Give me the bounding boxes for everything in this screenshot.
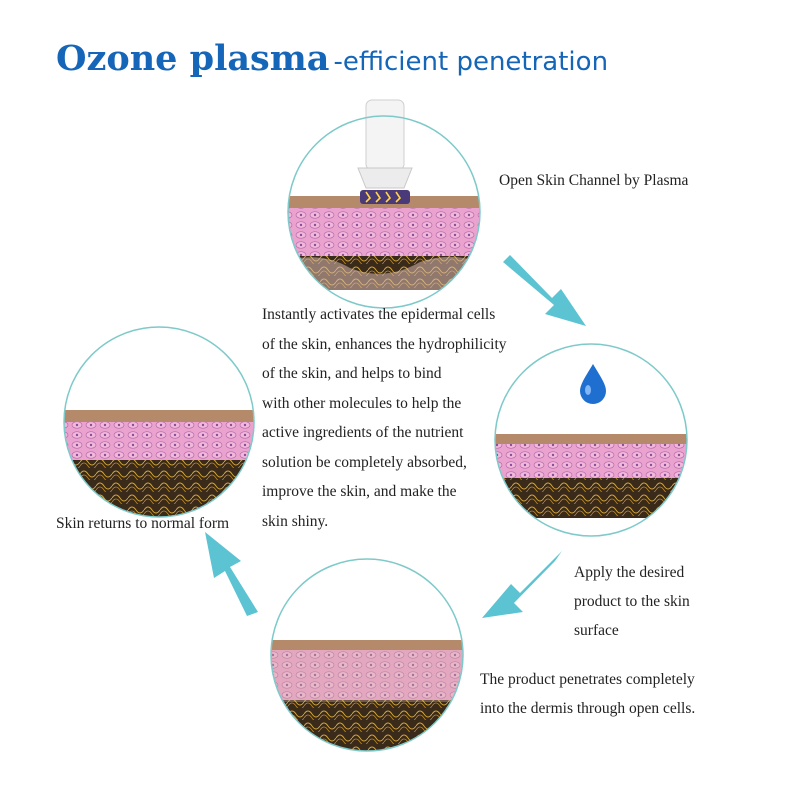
step2-line: product to the skin xyxy=(574,593,690,610)
step3-line: The product penetrates completely xyxy=(480,671,695,688)
arrow-icon xyxy=(503,255,586,326)
step2-label: Apply the desired product to the skin su… xyxy=(574,558,690,645)
step3-circle xyxy=(270,558,464,752)
center-line: Instantly activates the epidermal cells xyxy=(262,306,496,323)
center-line: active ingredients of the nutrient xyxy=(262,424,464,441)
step4-circle xyxy=(63,326,255,518)
center-line: of the skin, enhances the hydrophilicity xyxy=(262,335,507,353)
plasma-device-icon xyxy=(357,99,413,204)
step2-circle xyxy=(494,343,688,537)
center-description: Instantly activates the epidermal cells … xyxy=(262,300,552,536)
step2-line: surface xyxy=(574,622,619,639)
page-title: Ozone plasma -efficient penetration xyxy=(56,38,608,79)
center-line: skin shiny. xyxy=(262,512,329,530)
title-main: Ozone plasma xyxy=(56,38,330,79)
step2-line: Apply the desired xyxy=(574,564,685,581)
step3-line: into the dermis through open cells. xyxy=(480,700,696,717)
center-line: improve the skin, and make the xyxy=(262,483,457,500)
step3-label: The product penetrates completely into t… xyxy=(480,665,695,723)
step1-circle xyxy=(287,99,481,309)
center-line: solution be completely absorbed, xyxy=(262,453,467,471)
step4-label: Skin returns to normal form xyxy=(56,515,230,532)
arrow-icon xyxy=(205,532,258,616)
center-line: of the skin, and helps to bind xyxy=(262,365,442,382)
title-subtitle: -efficient penetration xyxy=(333,47,609,77)
step1-label: Open Skin Channel by Plasma xyxy=(499,172,689,189)
center-line: with other molecules to help the xyxy=(262,394,462,412)
arrow-icon xyxy=(482,551,562,618)
